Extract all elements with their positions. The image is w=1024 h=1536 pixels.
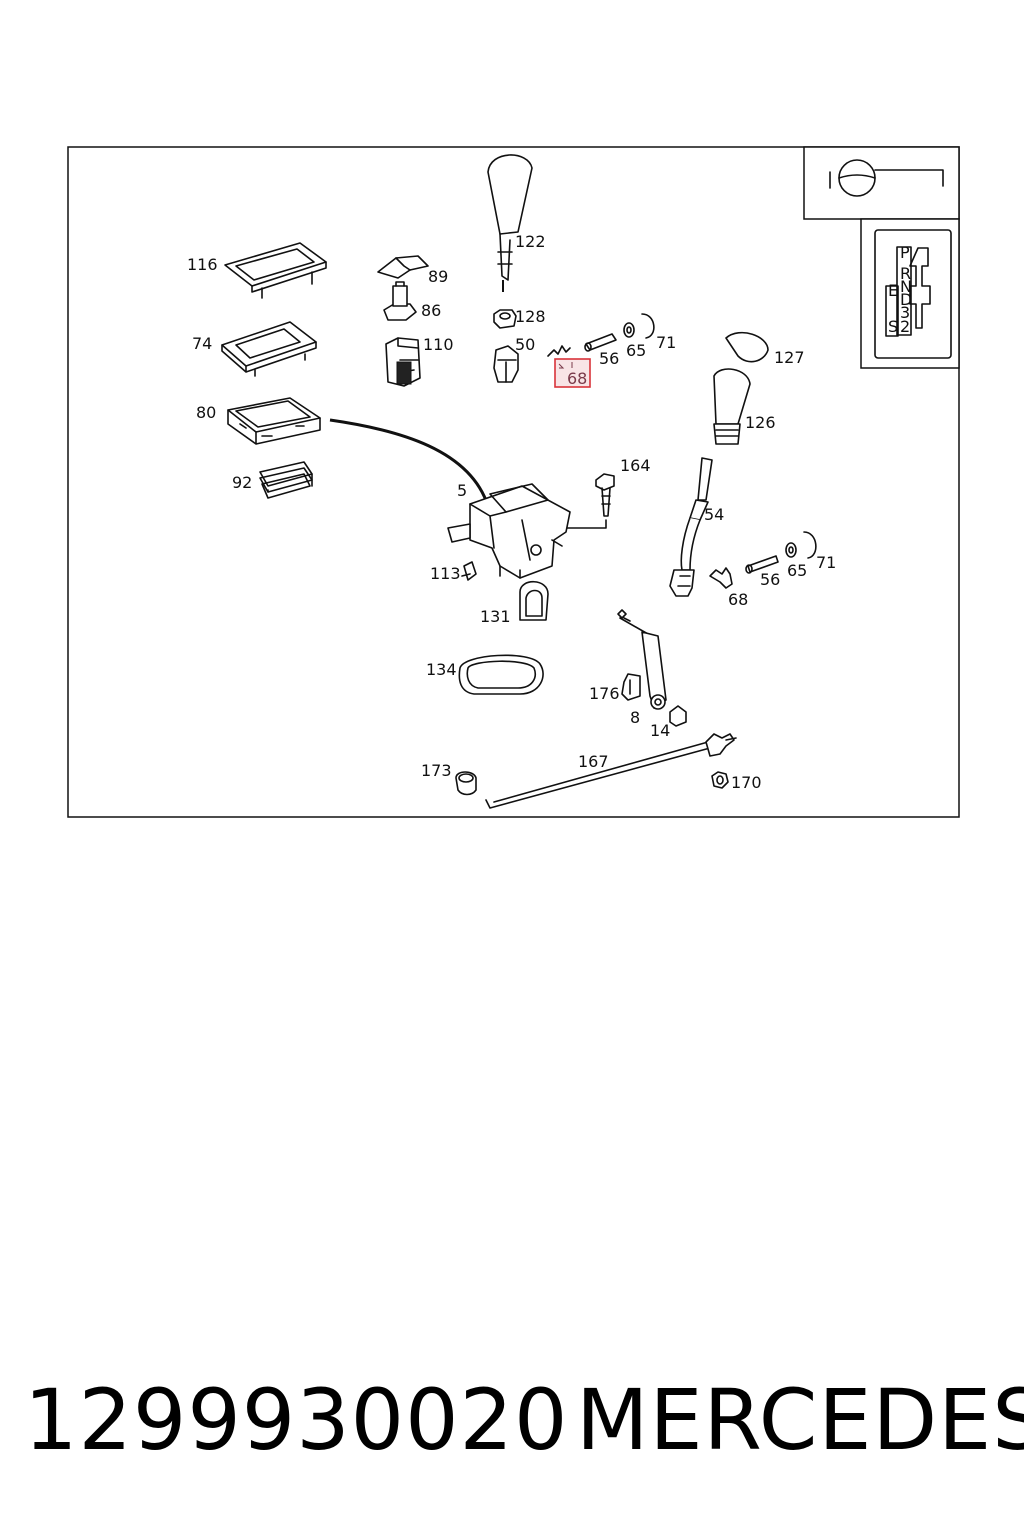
callout-5: 5 xyxy=(457,481,467,500)
callout-122: 122 xyxy=(515,232,546,251)
callout-127: 127 xyxy=(774,348,805,367)
shift-gate-icon: P R N D E 3 S 2 xyxy=(874,229,952,359)
callout-8: 8 xyxy=(630,708,640,727)
callout-170: 170 xyxy=(731,773,762,792)
gate-letter-s: S xyxy=(888,317,898,336)
callout-89: 89 xyxy=(428,267,448,286)
gate-letter-e: E xyxy=(888,281,898,300)
part-56-pin-upper[interactable] xyxy=(584,333,617,352)
callout-74: 74 xyxy=(192,334,212,353)
part-122-knob[interactable] xyxy=(487,154,533,292)
callout-50: 50 xyxy=(515,335,535,354)
part-86-switch[interactable] xyxy=(383,281,417,321)
part-56-pin-lower[interactable] xyxy=(745,555,779,574)
part-134-gasket[interactable] xyxy=(458,654,544,695)
footer: 1299930020 MERCEDES xyxy=(0,1370,1024,1470)
part-164-bolt[interactable] xyxy=(565,473,615,529)
callout-176: 176 xyxy=(589,684,620,703)
part-128-nut[interactable] xyxy=(493,309,517,329)
callout-116: 116 xyxy=(187,255,218,274)
diagram-frame xyxy=(67,146,960,818)
part-116-trim-frame[interactable] xyxy=(224,242,327,299)
part-65-washer-lower[interactable] xyxy=(785,542,797,558)
part-89-cap[interactable] xyxy=(377,255,429,279)
callout-110: 110 xyxy=(423,335,454,354)
callout-54: 54 xyxy=(704,505,724,524)
callout-68-lower: 68 xyxy=(728,590,748,609)
callout-56-upper: 56 xyxy=(599,349,619,368)
part-167-rod[interactable] xyxy=(485,733,737,809)
cable-line xyxy=(329,418,490,507)
callout-65-lower: 65 xyxy=(787,561,807,580)
part-68-spring-highlighted[interactable] xyxy=(547,345,591,388)
part-131-boot[interactable] xyxy=(519,580,549,621)
brand-name: MERCEDES xyxy=(576,1371,1024,1469)
callout-131: 131 xyxy=(480,607,511,626)
callout-68-highlighted: 68 xyxy=(567,369,587,388)
part-127-cap[interactable] xyxy=(725,332,769,363)
callout-134: 134 xyxy=(426,660,457,679)
part-80-bezel[interactable] xyxy=(227,397,321,445)
callout-80: 80 xyxy=(196,403,216,422)
part-170-nut[interactable] xyxy=(711,771,729,789)
gate-letter-3: 3 xyxy=(900,303,910,322)
gate-letter-p: P xyxy=(900,243,910,262)
steering-wheel-icon xyxy=(829,159,944,197)
part-92-bellows[interactable] xyxy=(259,461,313,499)
callout-92: 92 xyxy=(232,473,252,492)
callout-113: 113 xyxy=(430,564,461,583)
callout-56-lower: 56 xyxy=(760,570,780,589)
part-number: 1299930020 xyxy=(24,1371,569,1469)
gate-letter-r: R xyxy=(900,264,911,283)
part-74-shift-plate[interactable] xyxy=(221,321,317,377)
callout-164: 164 xyxy=(620,456,651,475)
part-71-clip-upper[interactable] xyxy=(641,313,655,339)
part-110-connector[interactable] xyxy=(385,337,421,387)
part-173-grommet[interactable] xyxy=(455,771,477,796)
callout-86: 86 xyxy=(421,301,441,320)
part-14-bushing[interactable] xyxy=(669,705,687,727)
part-113-pin[interactable] xyxy=(461,561,477,581)
callout-126: 126 xyxy=(745,413,776,432)
part-8-linkage[interactable] xyxy=(617,609,667,710)
part-126-knob[interactable] xyxy=(713,368,751,445)
callout-14: 14 xyxy=(650,721,670,740)
callout-71-upper: 71 xyxy=(656,333,676,352)
gate-letter-n: N xyxy=(900,277,912,296)
gate-letter-2: 2 xyxy=(900,317,910,336)
gate-letter-d: D xyxy=(900,290,912,309)
callout-71-lower: 71 xyxy=(816,553,836,572)
callout-167: 167 xyxy=(578,752,609,771)
part-50-fork[interactable] xyxy=(493,345,519,383)
part-65-washer-upper[interactable] xyxy=(623,322,635,338)
part-71-clip-lower[interactable] xyxy=(803,531,817,559)
inset-box-top xyxy=(803,146,960,220)
part-54-shift-lever[interactable] xyxy=(669,457,713,597)
parts-diagram: P R N D E 3 S 2 xyxy=(67,146,960,818)
part-68-spring-lower[interactable] xyxy=(709,567,733,589)
callout-65-upper: 65 xyxy=(626,341,646,360)
part-5-shift-housing[interactable] xyxy=(447,483,571,579)
callout-128: 128 xyxy=(515,307,546,326)
callout-173: 173 xyxy=(421,761,452,780)
part-176-clip[interactable] xyxy=(621,673,641,701)
